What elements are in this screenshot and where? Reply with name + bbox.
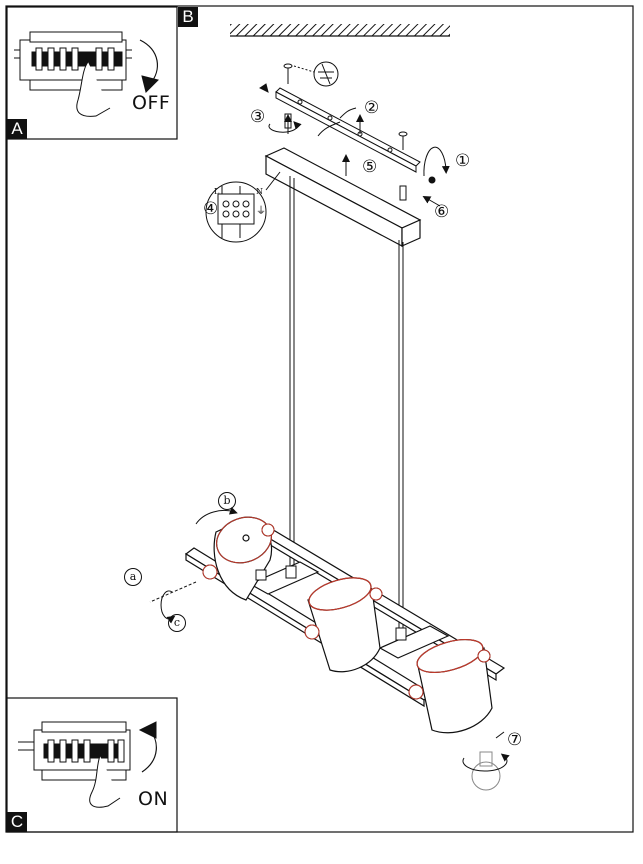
ceiling-canopy xyxy=(264,147,422,247)
rotation-a-label: a xyxy=(124,568,142,586)
lamp-shade-middle xyxy=(307,577,381,673)
lamp-shade-right xyxy=(416,639,493,734)
panel-a-label: A xyxy=(7,119,27,139)
terminal-block xyxy=(205,171,281,243)
terminal-n-label: N xyxy=(256,187,263,196)
step-4-label: ④ xyxy=(203,199,219,219)
bulb-illustration xyxy=(462,731,510,791)
panel-b-frame xyxy=(6,6,178,140)
outer-frame xyxy=(5,5,634,833)
off-label: OFF xyxy=(132,92,171,114)
rotation-c-label: c xyxy=(168,614,186,632)
rotation-b-label: b xyxy=(218,492,236,510)
step-7-label: ⑦ xyxy=(507,730,523,750)
breaker-off-illustration xyxy=(14,31,159,117)
step-6-label: ⑥ xyxy=(434,202,450,222)
terminal-l-label: L xyxy=(214,187,220,196)
rail-caps xyxy=(202,523,491,700)
terminal-earth-label: ⏚ xyxy=(256,206,266,217)
on-label: ON xyxy=(138,788,169,810)
panel-c-label: C xyxy=(7,812,27,832)
step-5-label: ⑤ xyxy=(362,157,378,177)
mounting-bracket xyxy=(275,87,421,173)
panel-c-frame xyxy=(6,697,178,833)
step-2-label: ② xyxy=(364,98,380,118)
step-3-label: ③ xyxy=(250,107,266,127)
breaker-on-illustration xyxy=(18,721,157,808)
ceiling-hatch xyxy=(230,24,450,37)
panel-b-label: B xyxy=(178,7,198,27)
step-1-label: ① xyxy=(455,151,471,171)
